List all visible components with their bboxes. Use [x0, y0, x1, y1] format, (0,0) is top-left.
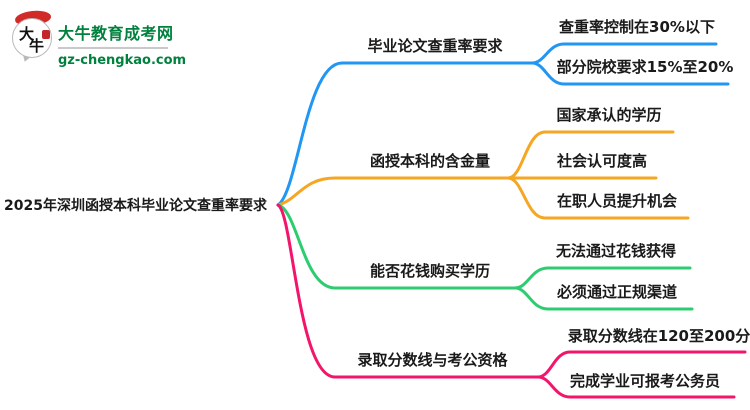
branch1-child2-label: 部分院校要求15%至20% [556, 58, 734, 76]
branch1-child1-label: 查重率控制在30%以下 [559, 18, 715, 36]
site-domain: gz-chengkao.com [58, 53, 187, 68]
branch2-child3-line [506, 176, 690, 220]
branch3-child2-line [513, 286, 694, 311]
branch2-child1-line [506, 130, 675, 180]
branch4-links [276, 203, 747, 399]
branch2-child3-label: 在职人员提升机会 [556, 192, 677, 210]
logo-char-bottom: 牛 [29, 37, 45, 55]
branch4-child1-label: 录取分数线在120至200分 [567, 327, 750, 345]
branch2-child1-label: 国家承认的学历 [556, 106, 662, 124]
logo-red-seal-icon [42, 30, 50, 39]
branch3-child1-label: 无法通过花钱获得 [555, 242, 676, 260]
branch3-child2-label: 必须通过正规渠道 [556, 283, 677, 301]
branch1-child2-line [530, 61, 730, 86]
branch3-trunk-line [276, 203, 517, 290]
branch3-links [276, 203, 694, 311]
branch2-trunk-line [276, 176, 510, 207]
branch4-child2-line [536, 375, 736, 399]
site-logo-link[interactable]: 大 牛 大牛教育成考网 gz-chengkao.com [12, 9, 186, 68]
branch2-links [276, 130, 690, 220]
logo-char-top: 大 [19, 25, 35, 43]
branch2-label: 函授本科的含金量 [369, 152, 490, 170]
branch1-label: 毕业论文查重率要求 [367, 37, 503, 55]
logo-text-block: 大牛教育成考网 gz-chengkao.com [58, 20, 186, 68]
branch2-child2-label: 社会认可度高 [556, 152, 647, 170]
branch1-trunk-line [276, 61, 534, 207]
logo-divider [58, 47, 168, 49]
branch4-child2-label: 完成学业可报考公务员 [569, 372, 720, 390]
root-topic-label: 2025年深圳函授本科毕业论文查重率要求 [4, 198, 267, 214]
branch1-links [276, 42, 730, 207]
site-name: 大牛教育成考网 [58, 24, 174, 43]
branch3-label: 能否花钱购买学历 [369, 262, 490, 280]
branch4-label: 录取分数线与考公资格 [357, 351, 508, 369]
branch4-trunk-line [276, 203, 540, 379]
